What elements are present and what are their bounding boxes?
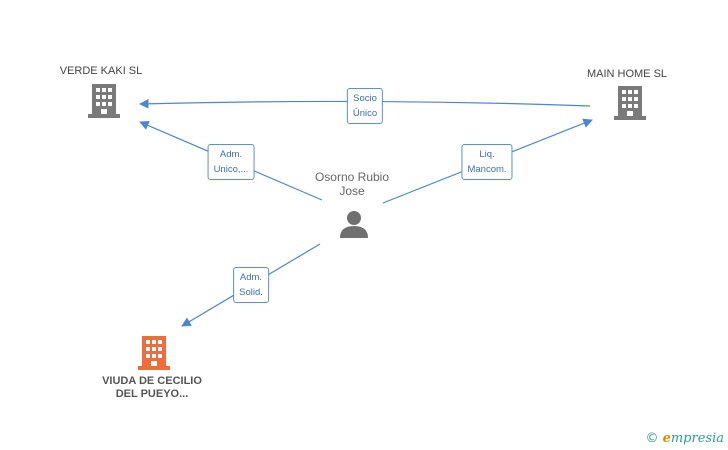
building-icon — [138, 336, 170, 370]
company-label-viuda[interactable]: VIUDA DE CECILIO DEL PUEYO... — [102, 375, 202, 400]
edge-label-adm-solid[interactable]: Adm. Solid. — [233, 267, 269, 303]
edge-label-line: Solid. — [239, 287, 263, 298]
copyright-symbol: © — [645, 431, 659, 446]
edge-label-line: Adm. — [219, 149, 243, 160]
brand-initial: e — [662, 431, 671, 446]
brand-logo[interactable]: © empresia — [645, 431, 724, 446]
edge-label-line: Mancom. — [467, 164, 507, 175]
brand-name: mpresia — [670, 431, 724, 446]
company-label-verde-kaki[interactable]: VERDE KAKI SL — [59, 65, 143, 77]
edge-label-line: Adm. — [239, 272, 263, 283]
edge-label-adm-unico[interactable]: Adm. Unico,... — [207, 144, 255, 180]
edge-label-line: Unico,... — [213, 164, 249, 175]
person-icon — [340, 211, 368, 238]
edge-label-liq-mancom[interactable]: Liq. Mancom. — [461, 144, 513, 180]
person-label[interactable]: Osorno Rubio Jose — [314, 170, 390, 198]
edge-label-line: Liq. — [479, 149, 495, 160]
edge-label-line: Socio — [353, 93, 377, 104]
edge-label-socio-unico[interactable]: Socio Único — [346, 88, 384, 124]
building-icon — [88, 84, 120, 118]
company-label-main-home[interactable]: MAIN HOME SL — [586, 68, 668, 80]
building-icon — [614, 86, 646, 120]
edge-label-line: Único — [352, 108, 378, 119]
